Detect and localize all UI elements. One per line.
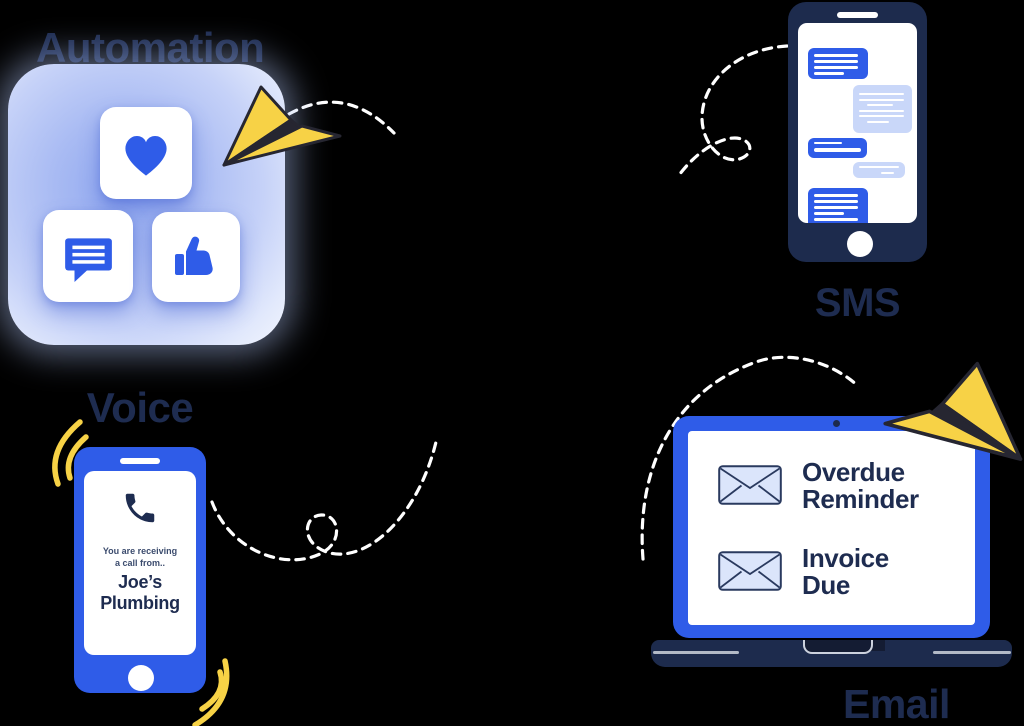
sms-phone — [788, 2, 927, 262]
voice-label: Voice — [86, 384, 194, 431]
laptop-screen: Overdue Reminder Invoice Due — [673, 416, 990, 638]
sms-bubble-outgoing — [808, 188, 868, 223]
email-title-line1: Invoice — [802, 543, 889, 573]
laptop-base — [651, 640, 1012, 667]
caller-name-line2: Plumbing — [100, 593, 180, 614]
caller-name-line1: Joe’s — [118, 572, 162, 593]
phone-speaker-bar — [120, 458, 160, 464]
chat-tile — [43, 210, 133, 302]
dashed-path-sms — [675, 44, 789, 180]
dashed-path-voice — [210, 440, 438, 562]
email-display: Overdue Reminder Invoice Due — [688, 431, 975, 625]
automation-label: Automation — [36, 24, 265, 71]
home-button — [847, 231, 873, 257]
webcam-dot-icon — [833, 420, 840, 427]
hinge-notch — [803, 640, 873, 654]
thumbs-up-tile — [152, 212, 240, 302]
phone-handset-icon — [125, 493, 155, 523]
base-highlight-line — [653, 651, 739, 654]
chat-bubble-icon — [65, 238, 112, 282]
paper-plane-icon — [222, 85, 342, 167]
call-notice-line2: a call from.. — [114, 557, 166, 568]
thumbs-up-icon — [175, 236, 213, 275]
heart-icon — [125, 135, 167, 176]
sms-bubble-outgoing — [808, 48, 868, 79]
email-item: Overdue Reminder — [718, 457, 919, 515]
email-item: Invoice Due — [718, 543, 889, 601]
sms-bubble-outgoing — [808, 138, 867, 158]
sms-label: SMS — [814, 281, 901, 325]
voice-phone: You are receiving a call from.. Joe’s Pl… — [74, 447, 206, 693]
automation-box — [8, 64, 285, 345]
email-label: Email — [843, 681, 950, 726]
envelope-icon — [718, 551, 782, 591]
email-title-line2: Reminder — [802, 484, 919, 515]
voice-screen: You are receiving a call from.. Joe’s Pl… — [84, 471, 196, 655]
sms-bubble-incoming — [853, 162, 905, 178]
phone-speaker-bar — [837, 12, 878, 18]
home-button — [128, 665, 154, 691]
base-highlight-line — [933, 651, 1011, 654]
sms-screen — [798, 23, 917, 223]
paper-plane-icon — [883, 361, 1023, 461]
heart-tile — [100, 107, 192, 199]
email-title-line2: Due — [802, 570, 850, 601]
envelope-icon — [718, 465, 782, 505]
sms-bubble-incoming — [853, 85, 912, 133]
call-notice-line1: You are receiving — [102, 546, 178, 556]
email-title-line1: Overdue — [802, 457, 905, 487]
